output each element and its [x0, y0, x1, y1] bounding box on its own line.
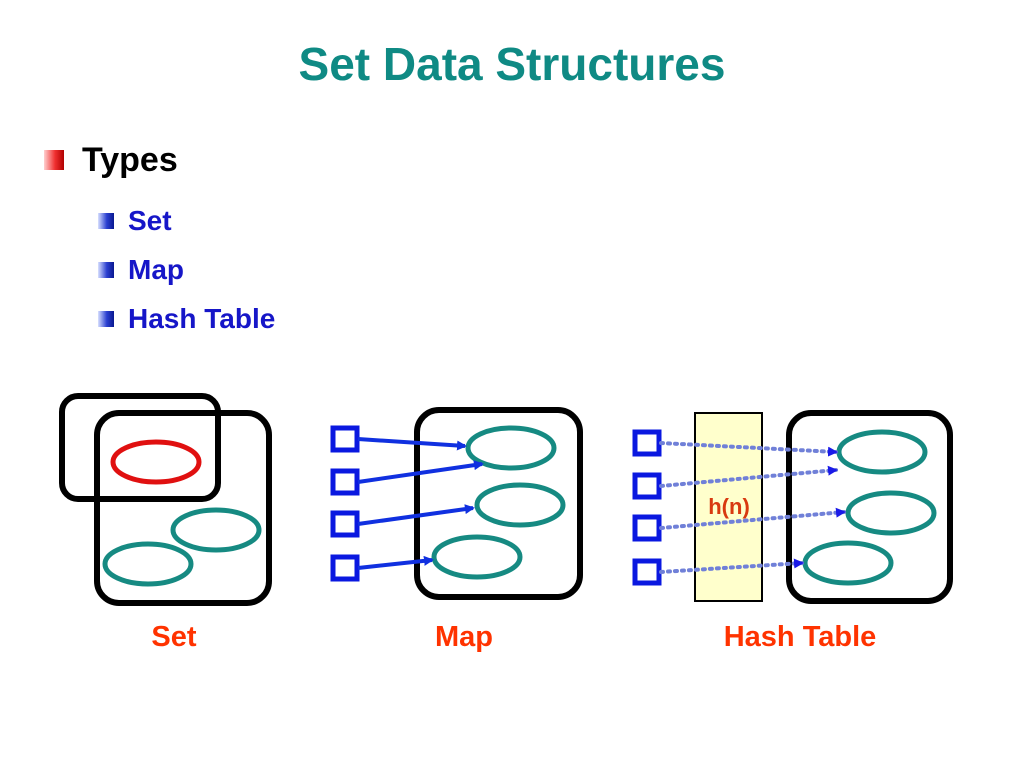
map-value: [474, 482, 566, 528]
map-arrow: [357, 504, 475, 526]
sub-bullet-map: Map: [98, 245, 275, 294]
red-square-bullet-icon: [44, 150, 64, 170]
sub-bullet-hash-table: Hash Table: [98, 294, 275, 343]
bullet-types-label: Types: [82, 141, 178, 179]
hash-key-box: [632, 558, 662, 586]
hash-table-diagram: [632, 410, 953, 604]
blue-square-bullet-icon: [98, 310, 114, 327]
set-subset-box: [59, 393, 221, 502]
map-arrow: [357, 437, 467, 451]
map-value: [465, 425, 557, 471]
sub-bullet-hash-table-label: Hash Table: [128, 302, 276, 334]
hash-table-value: [845, 490, 937, 536]
bullet-types: Types: [44, 140, 178, 180]
map-diagram: [330, 407, 583, 600]
hash-key-box: [632, 472, 662, 500]
slide-title: Set Data Structures: [298, 38, 726, 90]
hash-arrow: [659, 558, 804, 574]
caption-set: Set: [151, 621, 197, 653]
map-arrow: [357, 555, 434, 570]
hash-table-container-box: [786, 410, 953, 604]
hash-key-box: [632, 514, 662, 542]
map-key-box: [330, 510, 360, 538]
sub-bullet-list: Set Map Hash Table: [98, 196, 275, 343]
map-key-box: [330, 468, 360, 496]
set-highlighted-element: [110, 439, 202, 485]
caption-hash-table: Hash Table: [723, 621, 877, 653]
map-key-box: [330, 554, 360, 582]
map-key-box: [330, 425, 360, 453]
caption-map: Map: [435, 621, 493, 653]
set-diagram: [59, 393, 272, 606]
blue-square-bullet-icon: [98, 261, 114, 278]
map-arrow: [357, 460, 484, 484]
set-element: [102, 541, 194, 587]
hash-arrow: [659, 465, 838, 488]
hash-key-box: [632, 429, 662, 457]
hash-table-value: [802, 540, 894, 586]
set-container-box: [94, 410, 272, 606]
set-element: [170, 507, 262, 553]
sub-bullet-set-label: Set: [128, 204, 172, 236]
blue-square-bullet-icon: [98, 212, 114, 229]
sub-bullet-map-label: Map: [128, 253, 184, 285]
hash-table-value: [836, 429, 928, 475]
hash-arrow: [659, 441, 838, 457]
sub-bullet-set: Set: [98, 196, 275, 245]
map-container-box: [414, 407, 583, 600]
map-value: [431, 534, 523, 580]
hash-arrow: [659, 507, 846, 530]
hash-function-label: h(n): [708, 494, 750, 519]
